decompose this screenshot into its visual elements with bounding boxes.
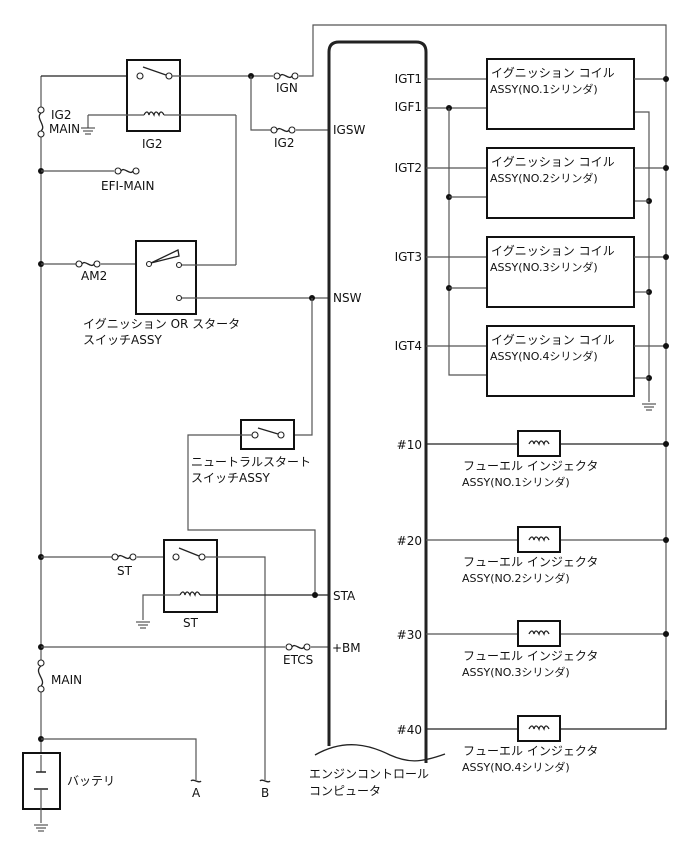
- ignition-switch-label-2: スイッチASSY: [83, 333, 162, 347]
- ignition-switch: イグニッション OR スタータ スイッチASSY: [83, 240, 240, 347]
- ig2-main-fuse: IG2 MAIN: [37, 106, 80, 138]
- neutral-switch-label-1: ニュートラルスタート: [191, 455, 311, 469]
- coil-3-label-1: イグニッション コイル: [491, 244, 615, 258]
- fuel-injector-2: フューエル インジェクタ ASSY(NO.2シリンダ): [426, 526, 669, 585]
- neutral-start-switch: ニュートラルスタート スイッチASSY: [191, 419, 311, 485]
- ground-icon: [33, 824, 49, 832]
- pin-igt2: IGT2: [395, 161, 422, 175]
- injector-2-label-2: ASSY(NO.2シリンダ): [462, 571, 570, 585]
- ign-fuse-label: IGN: [276, 81, 298, 95]
- pin-10: #10: [397, 438, 422, 452]
- injector-4-label-2: ASSY(NO.4シリンダ): [462, 760, 570, 774]
- coil-3-label-2: ASSY(NO.3シリンダ): [490, 260, 598, 274]
- neutral-switch-label-2: スイッチASSY: [191, 471, 270, 485]
- ground-icon: [80, 127, 96, 135]
- injector-3-label-1: フューエル インジェクタ: [463, 649, 598, 663]
- ig2-relay-label: IG2: [142, 137, 162, 151]
- etcs-fuse: [285, 643, 311, 651]
- pin-igt3: IGT3: [395, 250, 422, 264]
- ignition-coil-1: イグニッション コイル ASSY(NO.1シリンダ): [426, 58, 669, 130]
- st-relay: ST: [163, 539, 218, 630]
- pin-sta: STA: [333, 589, 356, 603]
- pin-bm: +BM: [332, 641, 361, 655]
- ig2-fuse: [270, 126, 296, 134]
- main-fuse: MAIN: [37, 659, 82, 693]
- pin-30: #30: [397, 628, 422, 642]
- pin-20: #20: [397, 534, 422, 548]
- ecu-label-1: エンジンコントロール: [309, 767, 429, 781]
- coil-2-label-2: ASSY(NO.2シリンダ): [490, 171, 598, 185]
- st-fuse-label: ST: [117, 564, 133, 578]
- pin-40: #40: [397, 723, 422, 737]
- coil-1-label-2: ASSY(NO.1シリンダ): [490, 82, 598, 96]
- ig2-fuse-label: IG2: [274, 136, 294, 150]
- main-fuse-label: MAIN: [51, 673, 82, 687]
- connector-b: B: [261, 786, 269, 800]
- pin-igt1: IGT1: [395, 72, 422, 86]
- ground-icon: [641, 403, 657, 411]
- coil-1-label-1: イグニッション コイル: [491, 66, 615, 80]
- st-fuse: [111, 553, 137, 561]
- ig2-relay: IG2: [126, 59, 181, 151]
- efi-main-label: EFI-MAIN: [101, 179, 154, 193]
- ignition-coil-2: イグニッション コイル ASSY(NO.2シリンダ): [426, 147, 669, 219]
- pin-igt4: IGT4: [395, 339, 422, 353]
- ecu-label-2: コンピュータ: [309, 784, 381, 798]
- injector-2-label-1: フューエル インジェクタ: [463, 555, 598, 569]
- fuel-injector-3: フューエル インジェクタ ASSY(NO.3シリンダ): [426, 620, 669, 679]
- engine-control-computer: エンジンコントロール コンピュータ IGSW NSW STA +BM IGT1 …: [309, 40, 446, 798]
- am2-fuse: [75, 260, 101, 268]
- injector-1-label-1: フューエル インジェクタ: [463, 459, 598, 473]
- connector-a: A: [192, 786, 201, 800]
- pin-igf1: IGF1: [395, 100, 422, 114]
- am2-label: AM2: [81, 269, 107, 283]
- ignition-coil-4: イグニッション コイル ASSY(NO.4シリンダ): [426, 325, 669, 397]
- st-relay-label: ST: [183, 616, 199, 630]
- ignition-switch-label-1: イグニッション OR スタータ: [83, 317, 240, 331]
- coil-4-label-2: ASSY(NO.4シリンダ): [490, 349, 598, 363]
- coil-4-label-1: イグニッション コイル: [491, 333, 615, 347]
- efi-main-fuse: [114, 167, 140, 175]
- fuel-injector-1: フューエル インジェクタ ASSY(NO.1シリンダ): [426, 430, 669, 489]
- pin-nsw: NSW: [333, 291, 362, 305]
- ign-fuse: [273, 72, 299, 80]
- pin-igsw: IGSW: [333, 123, 365, 137]
- injector-3-label-2: ASSY(NO.3シリンダ): [462, 665, 570, 679]
- ignition-coil-3: イグニッション コイル ASSY(NO.3シリンダ): [426, 236, 669, 308]
- battery: バッテリ: [22, 752, 115, 832]
- etcs-label: ETCS: [283, 653, 313, 667]
- injector-1-label-2: ASSY(NO.1シリンダ): [462, 475, 570, 489]
- fuel-injector-4: フューエル インジェクタ ASSY(NO.4シリンダ): [426, 700, 667, 774]
- ig2-main-label-1: IG2: [51, 108, 71, 122]
- ig2-main-label-2: MAIN: [49, 122, 80, 136]
- battery-label: バッテリ: [67, 774, 115, 788]
- injector-4-label-1: フューエル インジェクタ: [463, 744, 598, 758]
- coil-2-label-1: イグニッション コイル: [491, 155, 615, 169]
- ground-icon: [135, 621, 151, 629]
